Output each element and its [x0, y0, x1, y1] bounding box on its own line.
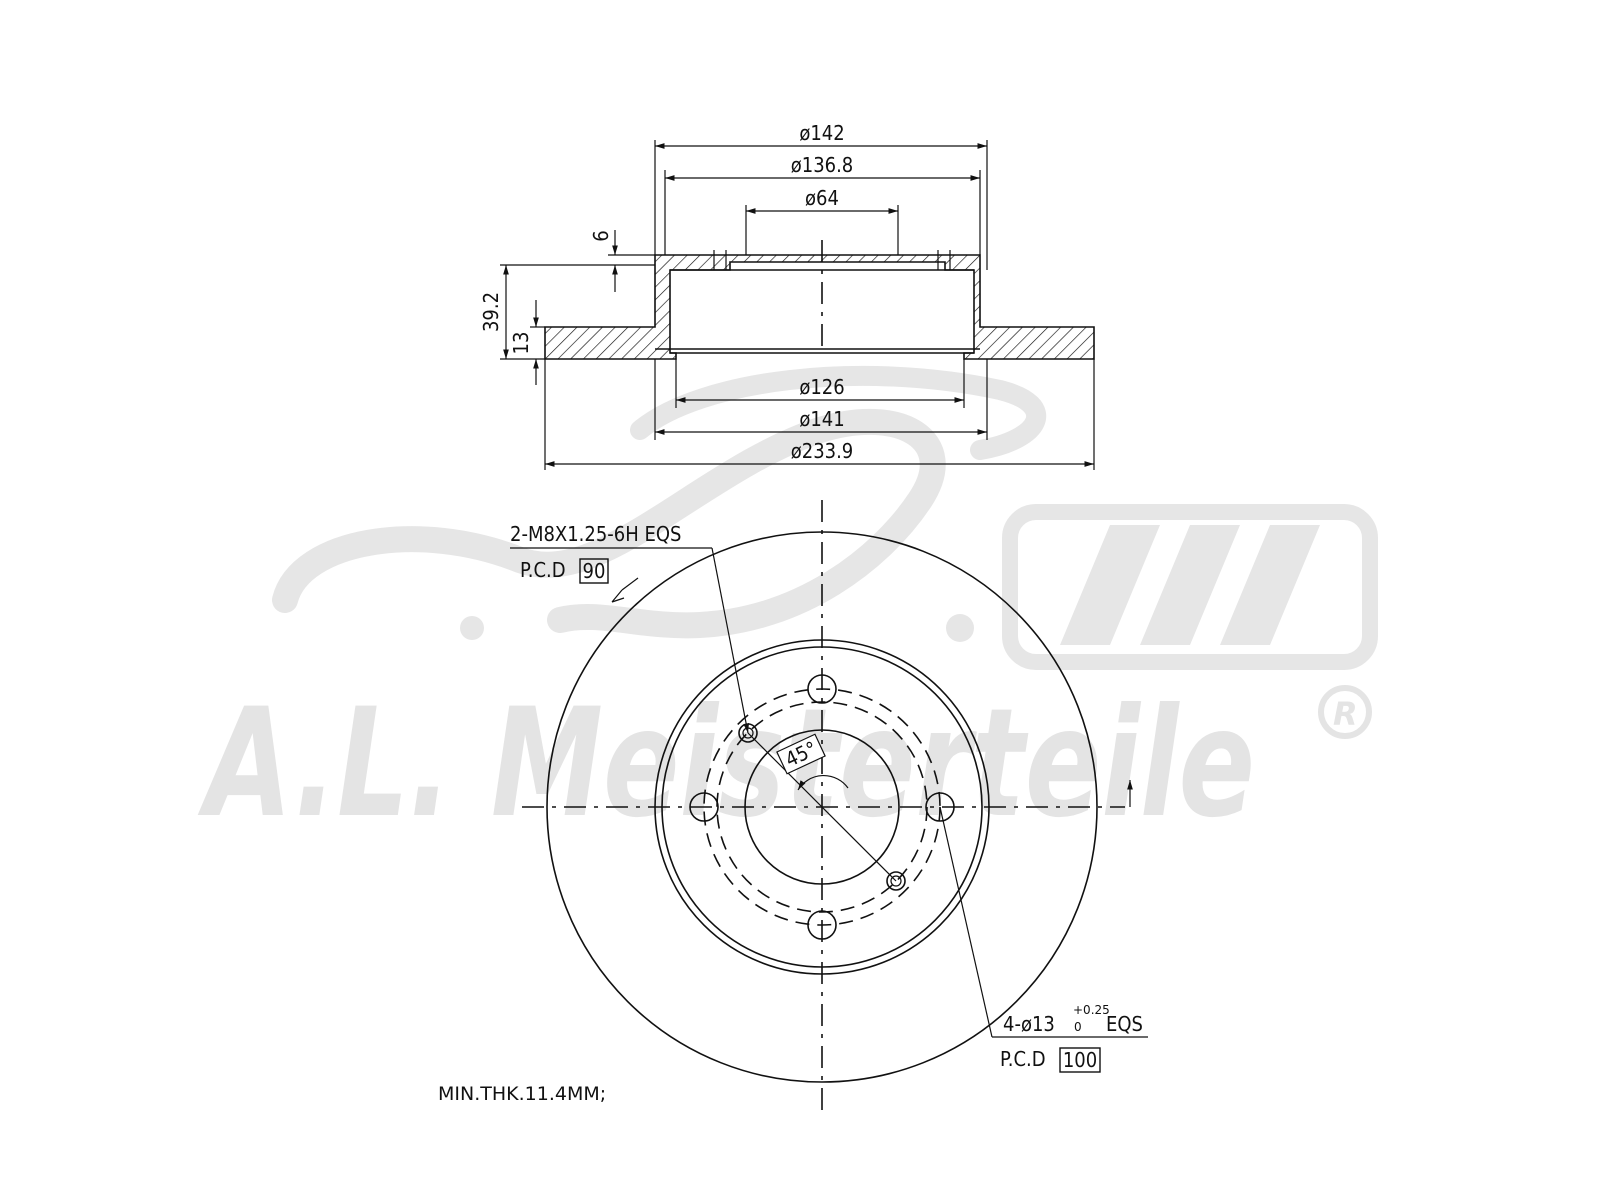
dim-h6: 6: [589, 230, 613, 241]
dim-d126: ø126: [799, 375, 844, 399]
thread-pcd-value: 90: [583, 559, 606, 583]
hole-pcd-box: [1059, 1047, 1101, 1073]
thread-hole-lower-right-inner: [890, 875, 902, 887]
watermark-logo-dot-2: [460, 616, 484, 640]
bolt-hole-left: [689, 792, 719, 822]
hole-pcd-value: 100: [1063, 1048, 1097, 1072]
thread-pcd-label: P.C.D: [520, 558, 566, 582]
dim-d142: ø142: [799, 121, 844, 145]
watermark-registered-icon: [1318, 685, 1372, 739]
hat-outer-edge: [654, 639, 990, 975]
thread-hole-lower-right: [886, 871, 906, 891]
watermark: A.L. Meisterteile R: [197, 365, 1378, 851]
thread-callout: 2-M8X1.25-6H EQS: [510, 522, 681, 546]
dim-h13: 13: [509, 332, 533, 355]
bolt-hole-right: [925, 792, 955, 822]
bolt-holes: [689, 674, 955, 940]
angle-box: [776, 733, 826, 775]
dim-d233-9: ø233.9: [791, 439, 854, 463]
min-thickness-note: MIN.THK.11.4MM;: [438, 1083, 606, 1105]
watermark-logo-bars: [1002, 504, 1378, 670]
thread-pcd-box: [579, 558, 609, 584]
hole-pcd-label: P.C.D: [1000, 1047, 1046, 1071]
front-view: 45° 2-M8X1.25-6H EQS P.C.D 90 4-ø13 +0.2…: [510, 500, 1148, 1118]
dim-d64: ø64: [805, 186, 839, 210]
hole-tolerance-lower: 0: [1074, 1020, 1082, 1034]
hole-tolerance-upper: +0.25: [1073, 1003, 1110, 1017]
hole-callout: 4-ø13: [1003, 1012, 1055, 1036]
dim-h39-2: 39.2: [479, 292, 503, 332]
bolt-hole-bottom: [807, 910, 837, 940]
center-bore: [744, 729, 900, 885]
hole-callout-suffix: EQS: [1106, 1012, 1143, 1036]
watermark-brand-text: A.L. Meisterteile: [197, 677, 1255, 851]
dim-d136-8: ø136.8: [791, 153, 854, 177]
bolt-hole-top: [807, 674, 837, 704]
watermark-logo-swoosh: [272, 408, 946, 639]
watermark-registered-mark: R: [1333, 695, 1358, 733]
hat-inner-edge: [661, 646, 983, 968]
pcd-90-circle: [716, 701, 928, 913]
section-view: ø142 ø136.8 ø64 ø126 ø141 ø233.9 39.2 13…: [479, 121, 1095, 470]
watermark-logo-dot: [946, 614, 974, 642]
disc-outer-edge: [546, 531, 1098, 1083]
dim-d141: ø141: [799, 407, 844, 431]
